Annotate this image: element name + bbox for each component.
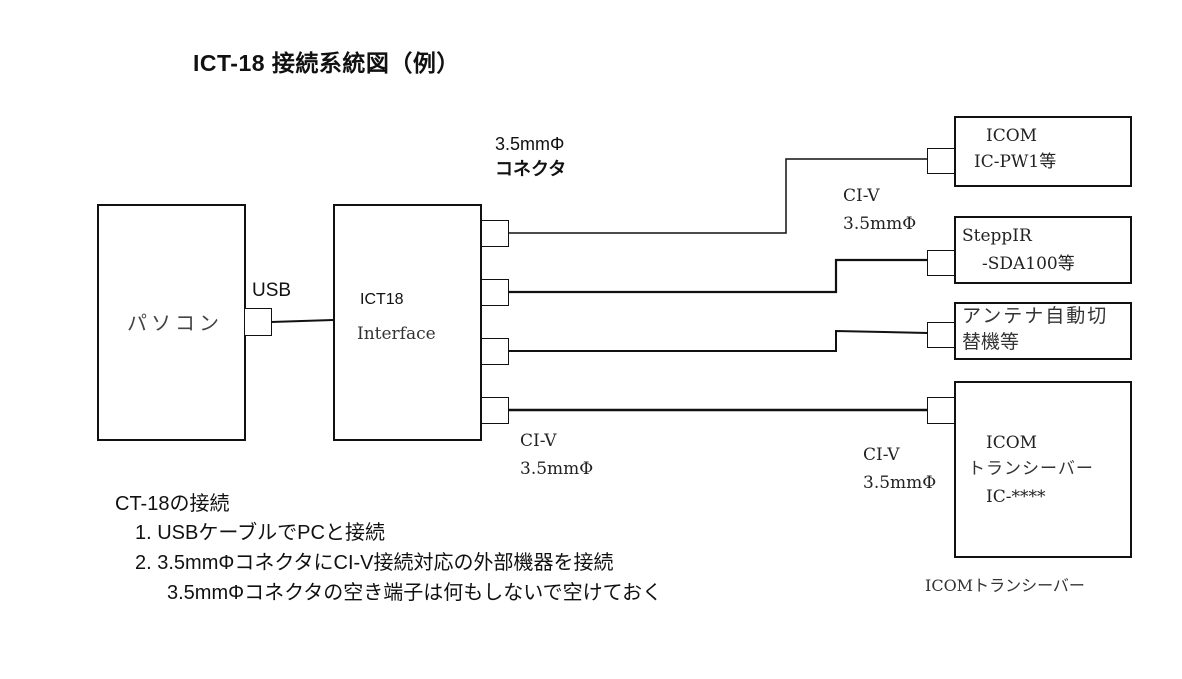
civ-label-interface: CI-V 3.5mmΦ: [520, 427, 593, 483]
connector-label: 3.5mmΦ コネクタ: [495, 133, 566, 180]
device-ic-pw1: ICOM IC-PW1等: [954, 116, 1132, 187]
civ-label-protocol: CI-V: [520, 431, 557, 451]
interface-type-label: Interface: [357, 324, 436, 344]
wire-to-steppir: [508, 258, 928, 294]
connector-label-size: 3.5mmΦ: [495, 134, 565, 154]
device-steppir: SteppIR -SDA100等: [954, 216, 1132, 284]
device-model: IC-PW1等: [974, 152, 1057, 172]
civ-label-size: 3.5mmΦ: [843, 214, 917, 234]
device-port-antenna-switch: [927, 322, 955, 348]
notes-item-2: 2. 3.5mmΦコネクタにCI-V接続対応の外部機器を接続: [135, 552, 614, 574]
interface-model-label: ICT18: [360, 291, 404, 308]
notes-item-1: 1. USBケーブルでPCと接続: [135, 522, 385, 544]
device-port-steppir: [927, 250, 955, 276]
device-brand: ICOM: [986, 433, 1038, 453]
device-model: IC-****: [986, 487, 1046, 507]
device-brand: ICOM: [986, 126, 1038, 146]
device-port-transceiver: [927, 397, 955, 424]
device-name-line1: アンテナ自動切: [962, 305, 1109, 327]
civ-label-protocol: CI-V: [843, 186, 880, 206]
device-antenna-switch: アンテナ自動切 替機等: [954, 302, 1132, 360]
usb-cable: [270, 319, 334, 323]
civ-label-size: 3.5mmΦ: [520, 459, 594, 479]
device-port-ic-pw1: [927, 148, 955, 174]
diagram-title: ICT-18 接続系統図（例）: [193, 50, 460, 76]
usb-label: USB: [252, 280, 292, 301]
civ-label-size: 3.5mmΦ: [863, 473, 937, 493]
transceiver-caption: ICOMトランシーバー: [925, 576, 1085, 595]
device-type: トランシーバー: [968, 459, 1094, 479]
interface-port-3: [481, 338, 509, 365]
usb-port: [244, 308, 272, 336]
civ-label-protocol: CI-V: [863, 445, 900, 465]
notes-heading: CT-18の接続: [115, 493, 230, 515]
pc-label: パソコン: [127, 311, 223, 335]
interface-port-4: [481, 397, 509, 424]
interface-port-1: [481, 220, 509, 247]
device-transceiver: ICOM トランシーバー IC-****: [954, 381, 1132, 558]
civ-label-transceiver: CI-V 3.5mmΦ: [863, 441, 936, 497]
connector-label-name: コネクタ: [495, 158, 567, 179]
pc-box: パソコン: [97, 204, 246, 441]
interface-port-2: [481, 279, 509, 306]
device-model: -SDA100等: [982, 254, 1075, 274]
wire-to-antenna-switch: [508, 329, 929, 352]
notes-item-2-sub: 3.5mmΦコネクタの空き端子は何もしないで空けておく: [167, 582, 663, 604]
civ-label-top: CI-V 3.5mmΦ: [843, 182, 916, 238]
device-brand: SteppIR: [962, 226, 1032, 246]
wire-to-ic-pw1: [508, 158, 928, 234]
ict18-interface-box: ICT18 Interface: [333, 204, 482, 441]
device-name-line2: 替機等: [962, 331, 1020, 353]
